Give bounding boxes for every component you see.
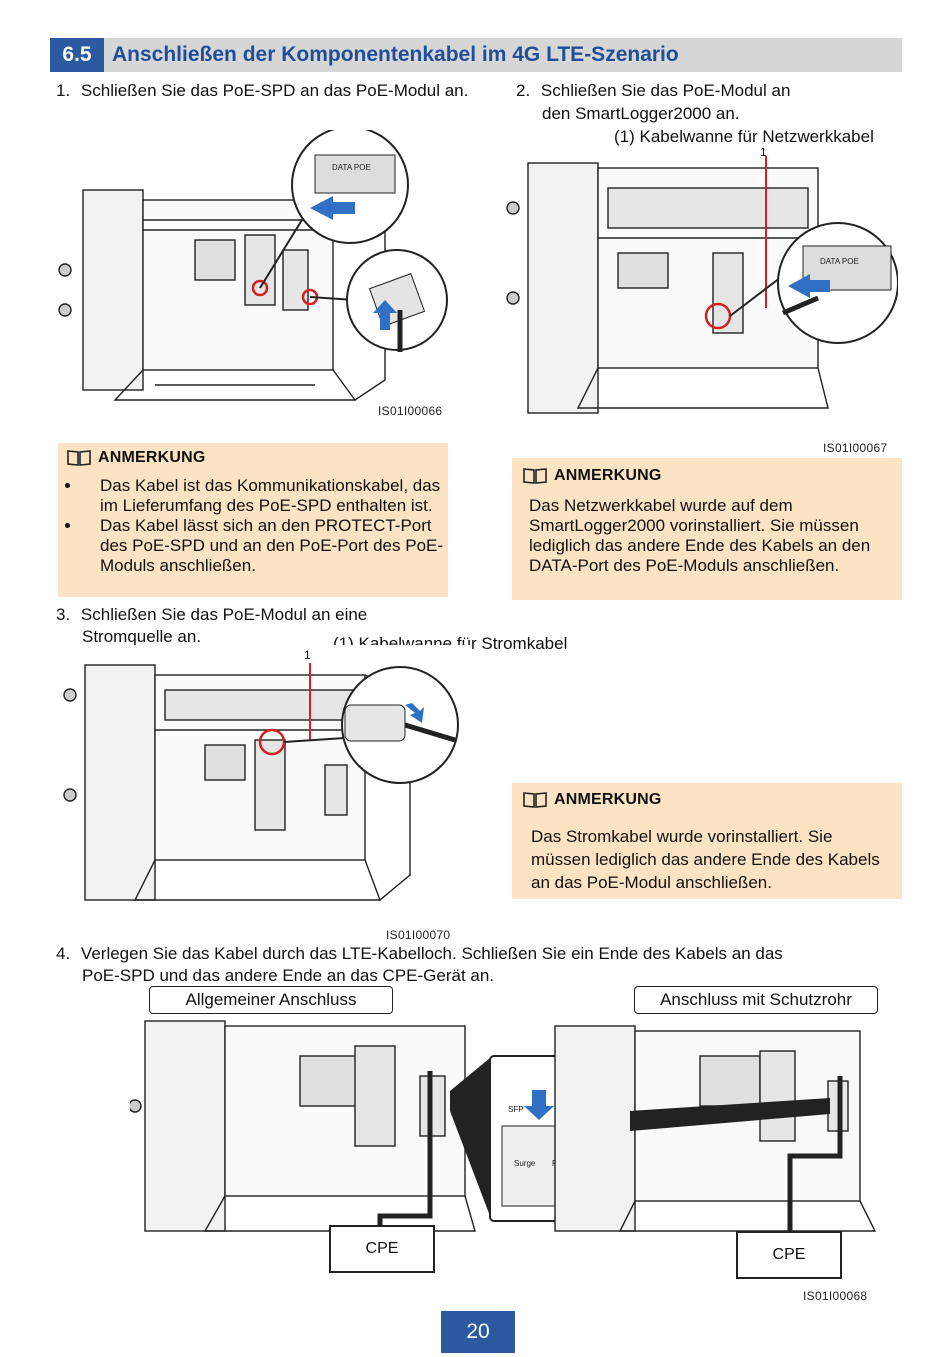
fig2-callout: (1) Kabelwanne für Netzwerkkabel <box>614 127 874 146</box>
note-heading: ANMERKUNG <box>522 791 662 809</box>
figure-2: 1 DATA POE <box>498 145 899 438</box>
note-box-1: ANMERKUNG Das Kabel ist das Kommunikatio… <box>58 443 448 597</box>
blue-arrow-icon <box>788 274 830 298</box>
step-text: Verlegen Sie das Kabel durch das LTE-Kab… <box>80 944 783 963</box>
step-number: 2. <box>516 81 531 100</box>
note-heading: ANMERKUNG <box>66 449 206 467</box>
zoom-label-sfp: SFP <box>508 1105 524 1114</box>
step-3-line-2: Stromquelle an. <box>82 627 202 646</box>
note-list: Das Kabel ist das Kommunikationskabel, d… <box>58 476 462 576</box>
page-number: 20 <box>441 1311 515 1353</box>
blue-arrow-icon <box>310 196 355 220</box>
book-icon <box>67 450 91 466</box>
fig3-code: IS01I00070 <box>386 928 451 942</box>
step-number: 3. <box>56 605 71 624</box>
step-number: 1. <box>56 81 71 100</box>
note-box-3: ANMERKUNG Das Stromkabel wurde vorinstal… <box>512 783 902 899</box>
fig3-marker: 1 <box>304 648 311 662</box>
fig2-code: IS01I00067 <box>823 441 888 455</box>
note-box-2: ANMERKUNG Das Netzwerkkabel wurde auf de… <box>512 458 902 600</box>
step-text: Schließen Sie das PoE-Modul an <box>540 81 791 100</box>
cabinet-illustration: 1 DATA POE <box>506 145 899 414</box>
note-text: Das Netzwerkkabel wurde auf dem SmartLog… <box>529 496 871 575</box>
step-text: Schließen Sie das PoE-Modul an eine <box>80 605 368 624</box>
note-heading-text: ANMERKUNG <box>554 467 662 484</box>
section-number: 6.5 <box>50 38 104 72</box>
step-number: 4. <box>56 944 71 963</box>
cabinet-illustration: DATA POE <box>58 126 448 401</box>
step-4: 4. Verlegen Sie das Kabel durch das LTE-… <box>56 944 783 964</box>
step-4-line-2: PoE-SPD und das andere Ende an das CPE-G… <box>82 966 495 985</box>
section-header: 6.5 Anschließen der Komponentenkabel im … <box>50 38 902 72</box>
note-text: Das Stromkabel wurde vorinstalliert. Sie… <box>531 827 880 892</box>
figure-3: 1 <box>60 645 470 925</box>
label-conduit-connection: Anschluss mit Schutzrohr <box>634 986 878 1014</box>
note-item: Das Kabel ist das Kommunikationskabel, d… <box>82 476 462 516</box>
step-2-line-2: den SmartLogger2000 an. <box>542 104 740 123</box>
blue-arrow-icon <box>524 1090 554 1120</box>
cpe-box-left: CPE <box>329 1225 435 1273</box>
fig2-marker: 1 <box>760 148 767 159</box>
step-text: Schließen Sie das PoE-SPD an das PoE-Mod… <box>80 81 469 100</box>
label-general-connection: Allgemeiner Anschluss <box>149 986 393 1014</box>
fig4-code: IS01I00068 <box>803 1289 868 1303</box>
step-2: 2. Schließen Sie das PoE-Modul an <box>516 81 790 101</box>
figure-1: DATA POE <box>55 126 455 420</box>
section-title: Anschließen der Komponentenkabel im 4G L… <box>112 43 679 66</box>
step-3: 3. Schließen Sie das PoE-Modul an eine <box>56 605 367 625</box>
note-heading-text: ANMERKUNG <box>98 449 206 466</box>
blue-arrow-icon <box>373 300 397 330</box>
book-icon <box>523 792 547 808</box>
note-heading: ANMERKUNG <box>522 467 662 485</box>
cabinet-illustration: 1 <box>63 648 459 901</box>
fig1-port-label: DATA POE <box>332 163 371 172</box>
cabinet-illustration: SFP Surge PE <box>128 1020 877 1241</box>
note-item: Das Kabel lässt sich an den PROTECT-Port… <box>82 516 462 576</box>
fig2-port-label: DATA POE <box>820 257 859 266</box>
note-heading-text: ANMERKUNG <box>554 791 662 808</box>
fig1-code: IS01I00066 <box>378 404 443 418</box>
book-icon <box>523 468 547 484</box>
step-1: 1. Schließen Sie das PoE-SPD an das PoE-… <box>56 81 468 101</box>
zoom-label-surge: Surge <box>514 1159 536 1168</box>
cpe-box-right: CPE <box>736 1231 842 1279</box>
blue-arrow-icon <box>405 703 424 723</box>
